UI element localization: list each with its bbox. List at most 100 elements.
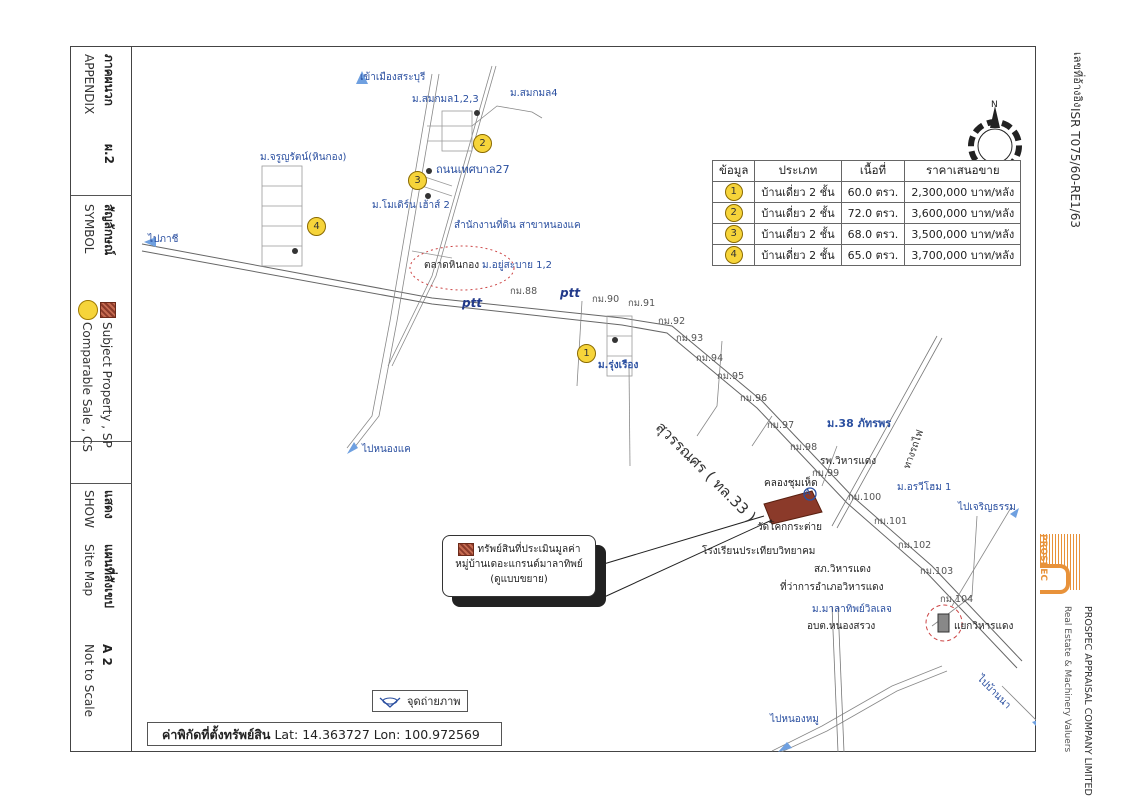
header-area: เนื้อที่ [840, 160, 906, 182]
callout-leader-1 [596, 515, 765, 567]
row-price: 3,700,000 บาท/หลัง [904, 244, 1022, 266]
scale-note: Not to Scale [82, 644, 96, 717]
appendix-en: APPENDIX [82, 54, 96, 115]
appendix-divider [70, 46, 132, 196]
junction-zone [925, 604, 963, 642]
show-section: แสดง SHOW แผนที่สังเขป Site Map A 2 Not … [70, 484, 132, 752]
market-zone [409, 245, 515, 291]
label-m-jarunrat: ม.จรูญรัตน์(หินกอง) [260, 152, 347, 163]
km-marker: กม.101 [874, 516, 908, 527]
label-m-yoosabai: ม.อยู่สะบาย 1,2 [482, 260, 553, 271]
comparable-marker-2[interactable]: 2 [473, 134, 492, 153]
arrow-to-saraburi-icon [356, 71, 368, 84]
table-header-row: ข้อมูล ประเภท เนื้อที่ ราคาเสนอขาย [711, 160, 1022, 182]
row-type: บ้านเดี่ยว 2 ชั้น [754, 202, 842, 224]
km-marker: กม.96 [740, 393, 768, 404]
arrow-to-banna-icon [1032, 720, 1036, 726]
row-area: 60.0 ตรว. [840, 181, 906, 203]
comparable-marker-3[interactable]: 3 [408, 171, 427, 190]
sitemap-en: Site Map [82, 544, 96, 597]
comparable-marker-4[interactable]: 4 [307, 217, 326, 236]
company-brand: PROSPEC [1038, 534, 1048, 582]
ptt-station-2: ptt [560, 286, 581, 300]
comparable-badge: 4 [724, 246, 743, 264]
row-price: 2,300,000 บาท/หลัง [904, 181, 1022, 203]
km-marker: กม.100 [848, 492, 882, 503]
compass-label: N [991, 100, 998, 110]
highway-33 [141, 243, 1023, 669]
header-type: ประเภท [754, 160, 842, 182]
symbol-en: SYMBOL [82, 204, 96, 254]
doc-ref-label: เลขที่อ้างอิง [1071, 52, 1084, 108]
row-area: 65.0 ตรว. [840, 244, 906, 266]
location-dots [292, 110, 618, 343]
show-th: แสดง [102, 490, 116, 519]
comparable-sale-label: Comparable Sale , CS [80, 322, 94, 452]
label-m-modern-home2: ม.โมเดิร์น เฮ้าส์ 2 [372, 200, 450, 211]
symbol-th: สัญลักษณ์ [102, 204, 116, 256]
km-marker: กม.103 [920, 566, 954, 577]
header-price: ราคาเสนอขาย [904, 160, 1022, 182]
photo-point-icon [803, 487, 817, 501]
comparable-badge: 2 [724, 204, 743, 222]
doc-ref-value: ISR T075/60-RE1/63 [1068, 108, 1082, 229]
callout-line3: (ดูแบบขยาย) [490, 574, 548, 585]
km-marker: กม.94 [696, 353, 724, 364]
company-name: PROSPEC APPRAISAL COMPANY LIMITED [1082, 606, 1093, 796]
label-canal: คลองชุมเห็ด [764, 478, 818, 489]
label-tesaban27: ถนนเทศบาล27 [436, 163, 510, 176]
km-marker: กม.99 [812, 468, 840, 479]
comparable-badge: 3 [724, 225, 743, 243]
map-frame [70, 46, 1036, 752]
lon-label: Lon: [373, 727, 401, 742]
row-area: 72.0 ตรว. [840, 202, 906, 224]
label-m-arawan: ม.อรวีโฮม 1 [897, 482, 952, 493]
km-marker: กม.95 [717, 371, 745, 382]
sheet-number: A 2 [100, 644, 114, 666]
ptt-station-1: ptt [462, 296, 483, 310]
appendix-section: ภาคผนวก APPENDIX ผ.2 [70, 46, 132, 442]
title-block-sidebar: ภาคผนวก APPENDIX ผ.2 สัญลักษณ์ SYMBOL Su… [70, 46, 132, 752]
table-row: 3 บ้านเดี่ยว 2 ชั้น 68.0 ตรว. 3,500,000 … [711, 223, 1022, 245]
callout-line1: ทรัพย์สินที่ประเมินมูลค่า [477, 544, 581, 555]
coordinates-box: ค่าพิกัดที่ตั้งทรัพย์สิน Lat: 14.363727 … [147, 722, 502, 746]
km-marker: กม.90 [592, 294, 620, 305]
label-temple: วัดโคกกระต่าย [757, 522, 822, 533]
label-school: โรงเรียนประเทียบวิทยาคม [702, 546, 816, 557]
subject-property-swatch [100, 302, 116, 318]
arrow-to-nongkhae-icon [347, 442, 358, 454]
subject-swatch-icon [457, 542, 474, 556]
label-m-malathip: ม.มาลาทิพย์วิลเลจ [812, 604, 892, 615]
km-marker: กม.92 [658, 316, 686, 327]
show-en: SHOW [82, 490, 96, 528]
site-map: N 1 2 3 4 เข้าเมืองสระบุรี ม.สมกมล1,2,3 … [132, 46, 1036, 752]
local-roads [346, 65, 1036, 752]
photo-point-legend: จุดถ่ายภาพ [372, 690, 468, 712]
sitemap-th: แผนที่สังเขป [102, 544, 116, 608]
comparables-table: ข้อมูล ประเภท เนื้อที่ ราคาเสนอขาย 1 บ้า… [711, 160, 1022, 266]
row-area: 68.0 ตรว. [840, 223, 906, 245]
table-row: 1 บ้านเดี่ยว 2 ชั้น 60.0 ตรว. 2,300,000 … [711, 181, 1022, 203]
row-type: บ้านเดี่ยว 2 ชั้น [754, 223, 842, 245]
label-district-office: ที่ว่าการอำเภอวิหารแดง [780, 582, 884, 593]
right-strip: เลขที่อ้างอิง ISR T075/60-RE1/63 PROSPEC… [1036, 46, 1134, 796]
km-marker: กม.97 [767, 420, 795, 431]
label-market: ตลาดหินกอง [424, 260, 480, 271]
label-m-rungruang: ม.รุ่งเรือง [598, 360, 639, 371]
label-to-kari: ไปภาชี [148, 234, 179, 245]
row-price: 3,500,000 บาท/หลัง [904, 223, 1022, 245]
label-to-nongmu: ไปหนองหมู [770, 714, 819, 725]
label-m-somkamol4: ม.สมกมล4 [510, 88, 558, 99]
row-price: 3,600,000 บาท/หลัง [904, 202, 1022, 224]
lat-value: 14.363727 [302, 727, 370, 742]
label-to-nongkhae: ไปหนองแค [362, 444, 411, 455]
km-marker: กม.88 [510, 286, 538, 297]
symbol-section: สัญลักษณ์ SYMBOL Subject Property , SP C… [70, 196, 132, 484]
lat-label: Lat: [274, 727, 299, 742]
label-m-somkamol123: ม.สมกมล1,2,3 [412, 94, 479, 105]
subject-property-label: Subject Property , SP [100, 322, 114, 448]
km-marker: กม.102 [898, 540, 932, 551]
comparable-marker-1[interactable]: 1 [577, 344, 596, 363]
arrow-to-charoentham-icon [1010, 508, 1019, 518]
callout-leader-2 [601, 519, 773, 599]
